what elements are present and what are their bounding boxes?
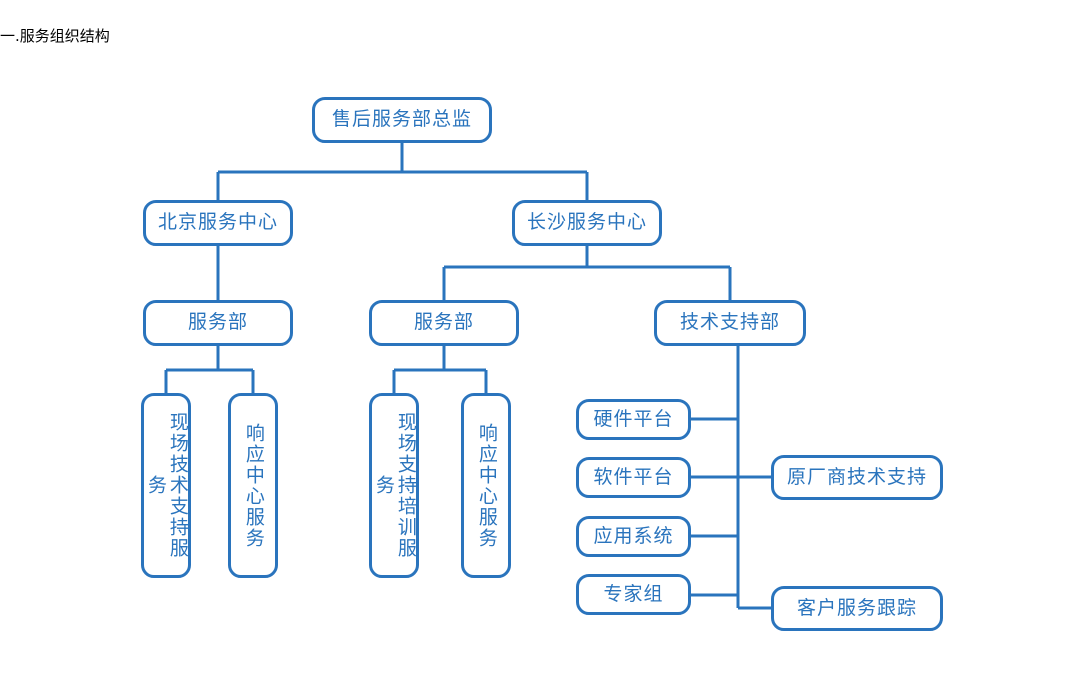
node-application-system[interactable]: 应用系统 xyxy=(576,516,691,557)
node-hardware-platform[interactable]: 硬件平台 xyxy=(576,399,691,440)
node-changsha-service-dept[interactable]: 服务部 xyxy=(369,300,519,346)
node-label: 应用系统 xyxy=(593,524,674,547)
node-label: 硬件平台 xyxy=(593,407,674,430)
node-label: 技术支持部 xyxy=(679,311,780,334)
node-changsha-onsite-training-service[interactable]: 现场支持培训服务 xyxy=(369,393,419,578)
node-software-platform[interactable]: 软件平台 xyxy=(576,457,691,498)
node-label: 软件平台 xyxy=(593,465,674,488)
node-beijing-response-center-service[interactable]: 响应中心服务 xyxy=(228,393,278,578)
node-label: 长沙服务中心 xyxy=(526,211,647,234)
node-label: 响应中心服务 xyxy=(475,422,498,549)
node-label: 响应中心服务 xyxy=(242,422,265,549)
node-director[interactable]: 售后服务部总监 xyxy=(312,97,492,143)
node-label: 北京服务中心 xyxy=(157,211,278,234)
node-oem-tech-support[interactable]: 原厂商技术支持 xyxy=(771,455,943,500)
node-label: 现场技术支持服务 xyxy=(145,412,189,559)
page-title: 一.服务组织结构 xyxy=(0,27,110,45)
node-label: 售后服务部总监 xyxy=(331,108,472,131)
node-label: 现场支持培训服务 xyxy=(373,412,417,559)
node-label: 原厂商技术支持 xyxy=(786,465,927,488)
node-label: 客户服务跟踪 xyxy=(796,596,917,619)
node-changsha-service-center[interactable]: 长沙服务中心 xyxy=(512,200,662,246)
node-beijing-service-dept[interactable]: 服务部 xyxy=(143,300,293,346)
node-label: 服务部 xyxy=(187,311,248,334)
node-customer-service-tracking[interactable]: 客户服务跟踪 xyxy=(771,586,943,631)
node-beijing-onsite-tech-support-service[interactable]: 现场技术支持服务 xyxy=(141,393,191,578)
node-tech-support-dept[interactable]: 技术支持部 xyxy=(654,300,806,346)
node-label: 服务部 xyxy=(413,311,474,334)
node-beijing-service-center[interactable]: 北京服务中心 xyxy=(143,200,293,246)
node-expert-group[interactable]: 专家组 xyxy=(576,574,691,615)
node-changsha-response-center-service[interactable]: 响应中心服务 xyxy=(461,393,511,578)
node-label: 专家组 xyxy=(603,582,664,605)
